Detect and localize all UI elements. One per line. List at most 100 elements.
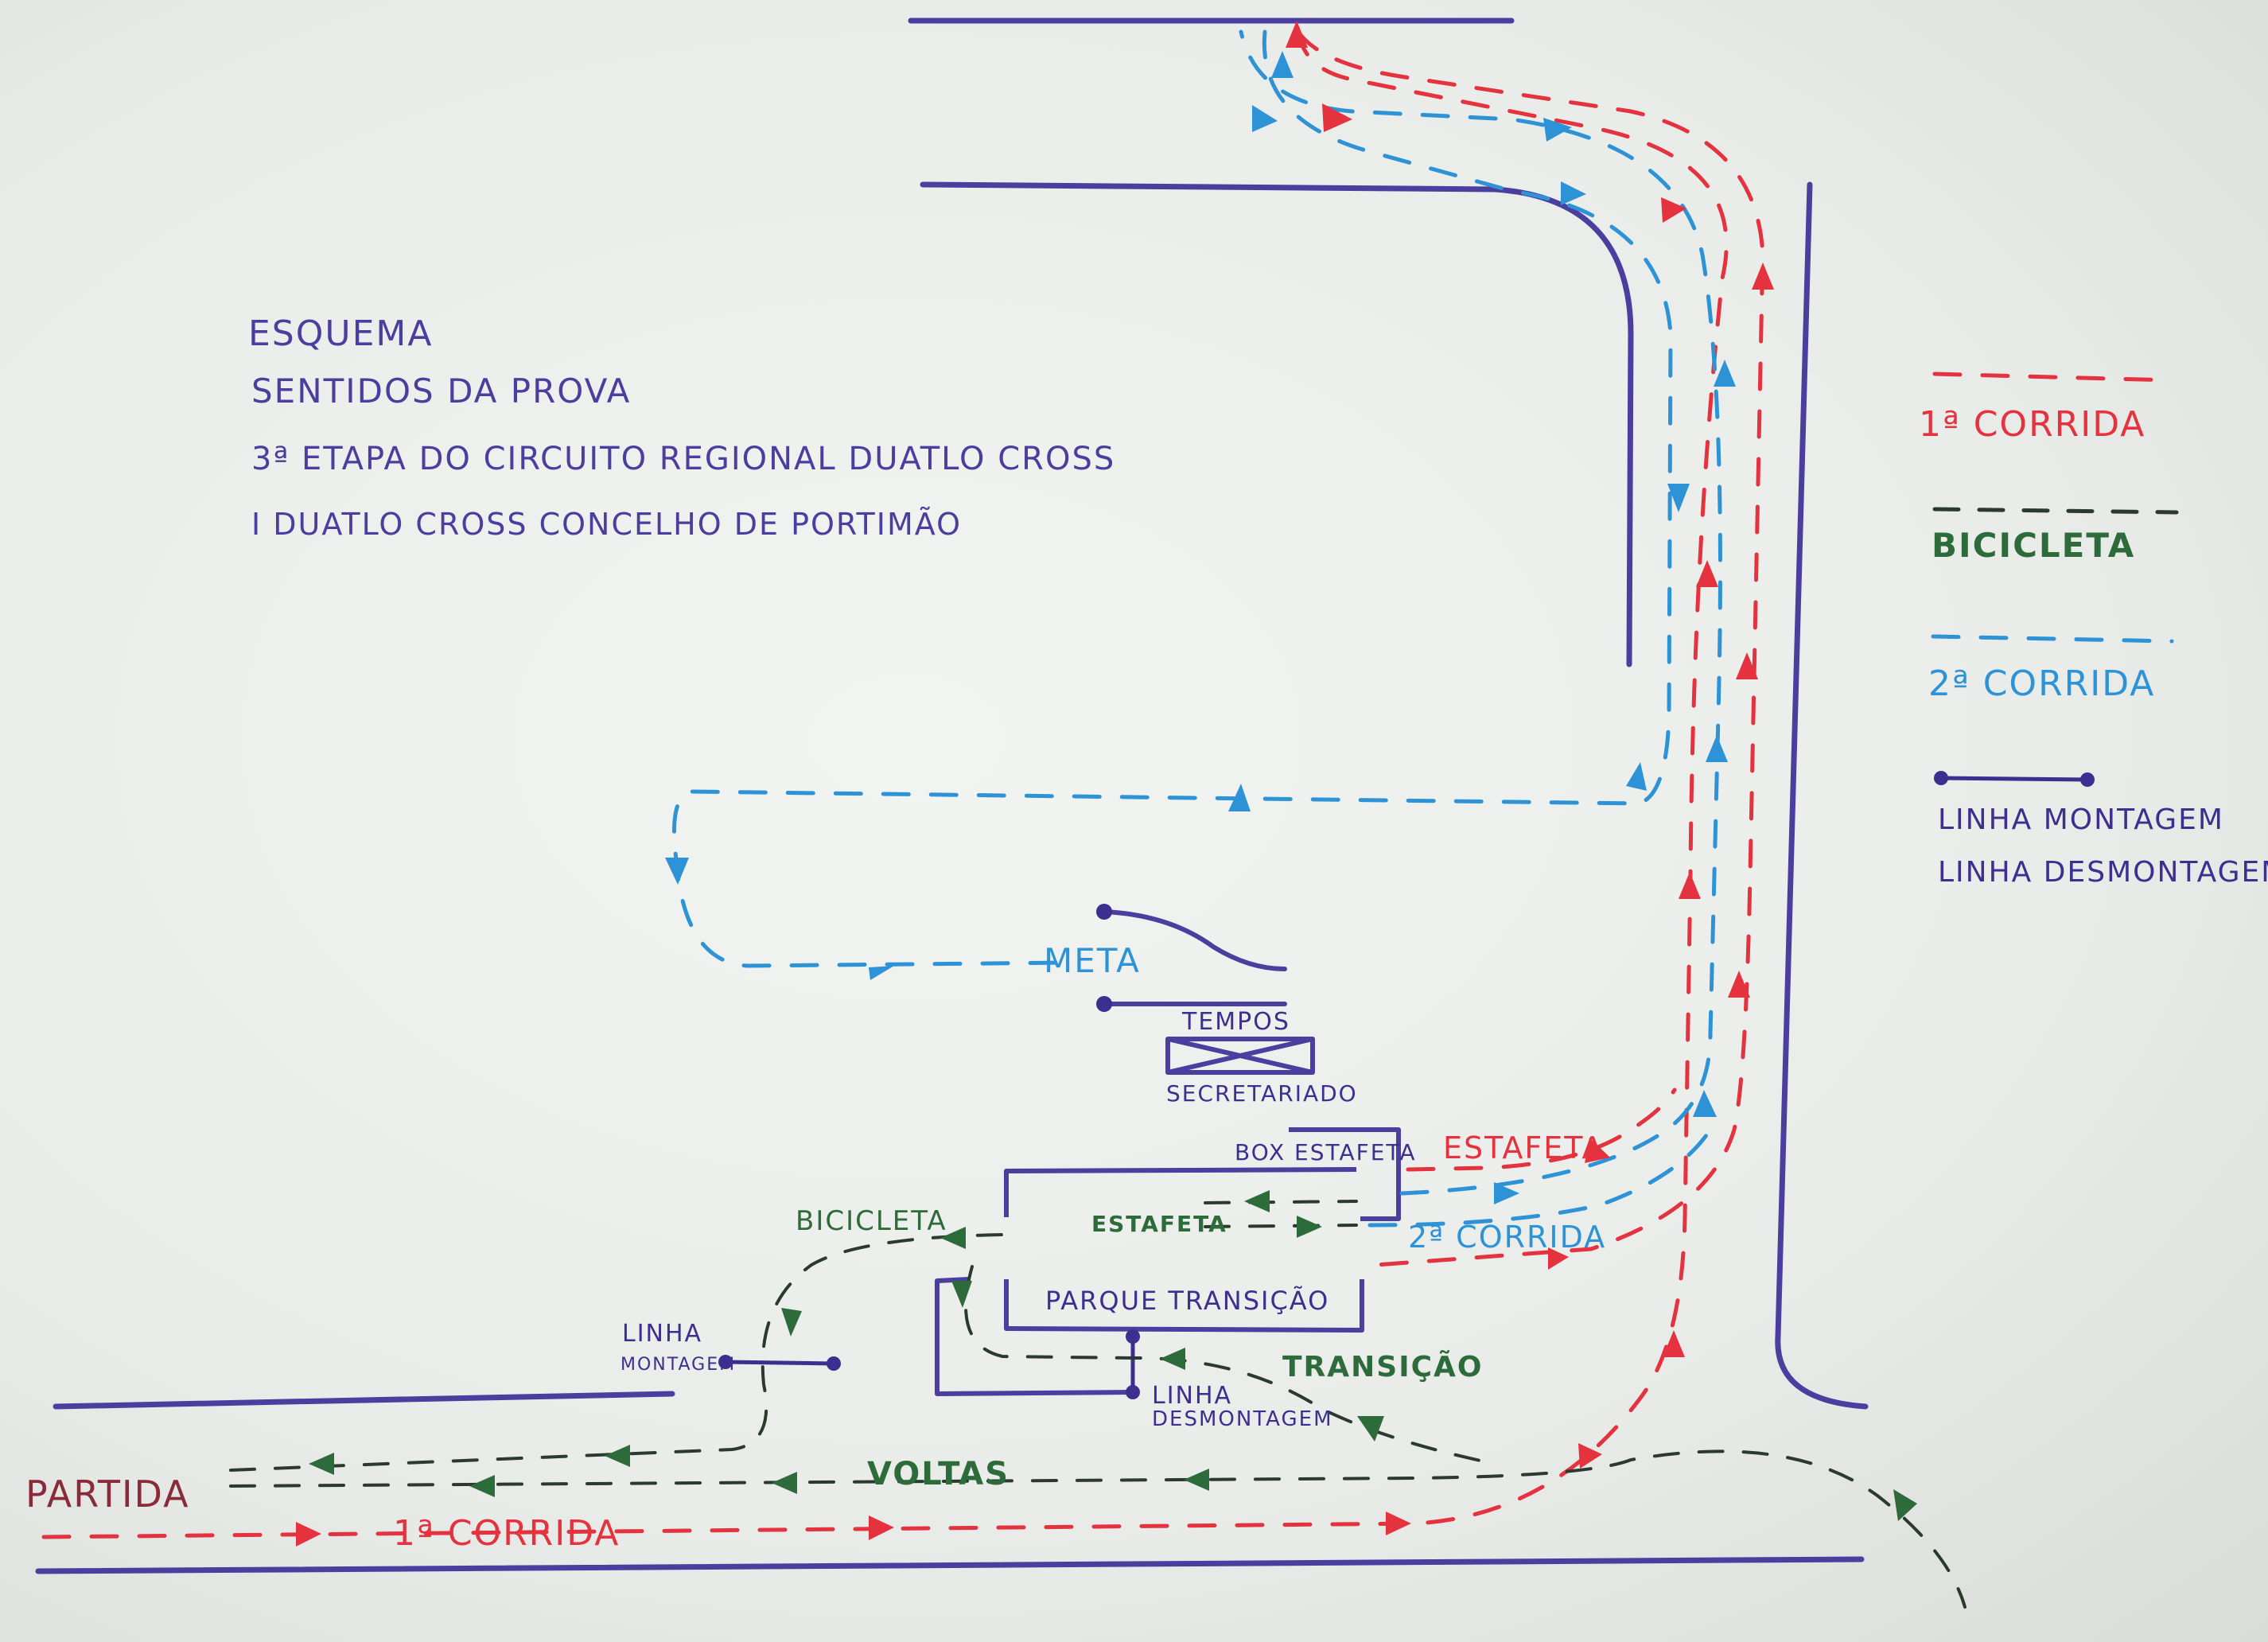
label-linha-desmontagem-2: DESMONTAGEM (1152, 1407, 1333, 1431)
green-arrow (1184, 1469, 1209, 1491)
red-arrow (1548, 1247, 1569, 1270)
red-arrow (1386, 1512, 1411, 1535)
green-arrow (309, 1453, 334, 1475)
road-right-vertical (1775, 181, 1869, 1410)
blue-arrow (1714, 360, 1736, 387)
bike-main-loop (229, 1233, 1006, 1472)
header-line-3: 3ª ETAPA DO CIRCUITO REGIONAL DUATLO CRO… (251, 441, 1115, 477)
legend-red-swatch (1932, 372, 2174, 383)
legend-corrida-1: 1ª CORRIDA (1919, 404, 2145, 445)
red-start-line (41, 29, 1729, 1539)
box-estafeta (1289, 1127, 1401, 1221)
red-arrow (1728, 971, 1750, 998)
bike-estafeta-return (1204, 1200, 1358, 1228)
label-parque-transicao: PARQUE TRANSIÇÃO (1045, 1286, 1329, 1316)
label-linha-desmontagem-1: LINHA (1152, 1382, 1232, 1410)
blue-relay (1367, 1127, 1713, 1228)
label-partida: PARTIDA (25, 1473, 190, 1516)
blue-inbound (672, 29, 1673, 968)
meta-post-top (1096, 904, 1112, 920)
label-voltas: VOLTAS (867, 1456, 1010, 1492)
legend-line-swatch (1940, 776, 2088, 782)
red-arrow (1585, 1138, 1610, 1163)
green-arrow (951, 1281, 972, 1308)
linha-desmontagem-end-b (1126, 1385, 1140, 1399)
parque-outer (935, 1277, 1132, 1396)
red-arrow (1752, 263, 1774, 290)
structures (718, 904, 1401, 1399)
roads (35, 18, 1869, 1574)
green-arrow (940, 1227, 966, 1249)
red-return-line (1296, 29, 1765, 1267)
green-arrow (1244, 1190, 1270, 1212)
red-arrow (1661, 197, 1686, 223)
label-meta: META (1044, 941, 1141, 980)
red-estafeta-link (1406, 1088, 1677, 1172)
meta-post-bottom (1096, 996, 1112, 1012)
legend-line-end-a (1934, 771, 1948, 785)
road-bottom (35, 1556, 1865, 1574)
red-arrow (1679, 872, 1701, 899)
green-arrow (772, 1472, 797, 1494)
label-tempos: TEMPOS (1181, 1008, 1290, 1036)
legend-linha-montagem: LINHA MONTAGEM (1938, 803, 2224, 836)
header-line-2: SENTIDOS DA PROVA (251, 372, 631, 410)
blue-arrow (1693, 1090, 1717, 1117)
blue-arrow (1494, 1182, 1519, 1204)
label-corrida-1: 1ª CORRIDA (393, 1513, 620, 1554)
header-line-4: I DUATLO CROSS CONCELHO DE PORTIMÃO (251, 507, 962, 542)
red-arrow (1696, 560, 1718, 587)
red-arrow (1663, 1330, 1685, 1357)
red-arrow (869, 1516, 894, 1540)
red-arrow (1322, 103, 1352, 132)
label-linha-montagem-1: LINHA (622, 1320, 702, 1348)
linha-montagem-end-b (827, 1356, 841, 1371)
legend-bicicleta: BICICLETA (1931, 526, 2135, 565)
label-linha-montagem-2: MONTAGEM (620, 1355, 736, 1375)
blue-arrow (869, 966, 894, 980)
green-arrow (1297, 1216, 1322, 1238)
red-arrow (1578, 1443, 1602, 1469)
red-arrow (1736, 652, 1758, 679)
blue-arrow (1271, 51, 1293, 78)
label-transicao: TRANSIÇÃO (1282, 1350, 1483, 1383)
label-box-estafeta: BOX ESTAFETA (1235, 1139, 1416, 1165)
blue-arrow (1706, 735, 1728, 762)
label-corrida-2: 2ª CORRIDA (1408, 1220, 1606, 1255)
green-arrow (1893, 1489, 1917, 1521)
legend-linha-desmontagem: LINHA DESMONTAGEM (1938, 856, 2268, 889)
header: ESQUEMA SENTIDOS DA PROVA 3ª ETAPA DO CI… (248, 313, 1115, 542)
road-upper-curve (920, 181, 1634, 667)
route-bicicleta (229, 1200, 1967, 1609)
linha-montagem (725, 1360, 834, 1366)
label-estafeta-inner: ESTAFETA (1091, 1211, 1227, 1237)
blue-arrow (1228, 784, 1251, 811)
green-arrow (469, 1475, 495, 1497)
red-arrow (296, 1522, 321, 1547)
direction-arrows (296, 21, 1917, 1547)
blue-arrow (1543, 118, 1572, 142)
blue-arrow (665, 858, 689, 885)
legend-corrida-2: 2ª CORRIDA (1928, 663, 2155, 704)
label-secretariado: SECRETARIADO (1166, 1080, 1358, 1107)
legend-black-swatch (1932, 507, 2179, 515)
map-labels: META TEMPOS SECRETARIADO BOX ESTAFETA ES… (25, 941, 1606, 1554)
linha-montagem-end-a (718, 1355, 733, 1369)
road-left-horizontal (53, 1391, 675, 1410)
blue-arrow (1252, 105, 1278, 132)
header-line-1: ESQUEMA (248, 313, 433, 354)
parque-transicao (1004, 1279, 1364, 1333)
green-arrow (1160, 1348, 1185, 1370)
route-corrida-1 (41, 29, 1765, 1539)
label-estafeta-red: ESTAFETA (1443, 1130, 1605, 1165)
green-arrow (1357, 1416, 1384, 1442)
legend-blue-swatch (1931, 634, 2174, 644)
bike-voltas-line (229, 1449, 1967, 1609)
secretariado-box (1165, 1037, 1315, 1075)
estafeta-area (1004, 1167, 1357, 1217)
bike-transition-link (964, 1265, 1489, 1464)
green-arrow (605, 1445, 630, 1467)
blue-arrow (1561, 181, 1586, 205)
green-arrow (781, 1308, 802, 1337)
